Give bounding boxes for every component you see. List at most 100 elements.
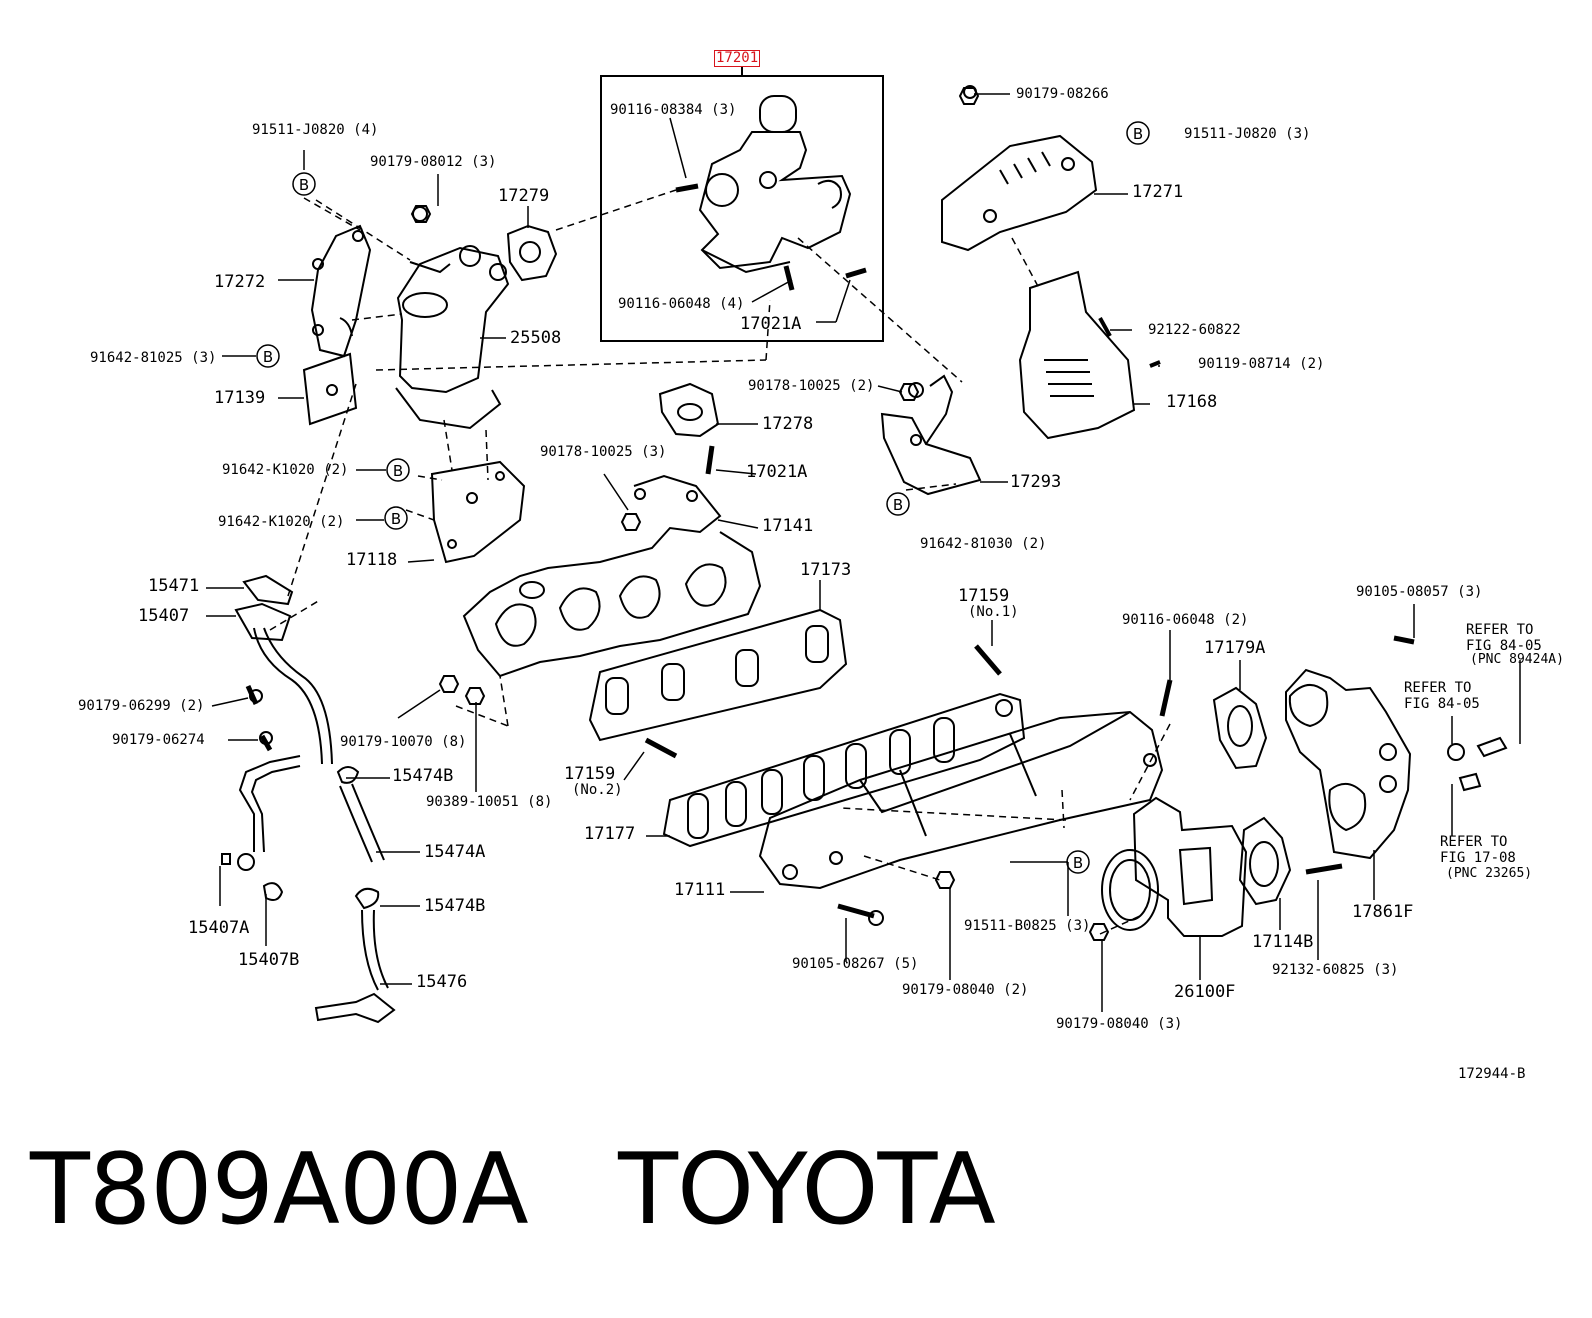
fasteners xyxy=(245,87,1415,941)
part-label-15407B: 15407B xyxy=(238,950,300,970)
part-label-15476: 15476 xyxy=(416,972,468,992)
part-label-90389-10051: 90389-10051 (8) xyxy=(426,794,553,810)
footer-part-number: T809A00A xyxy=(30,1133,529,1247)
part-label-90179-10070: 90179-10070 (8) xyxy=(340,734,467,750)
b-markers xyxy=(256,121,1150,874)
part-label-92132-60825: 92132-60825 (3) xyxy=(1272,962,1399,978)
dashed-connections xyxy=(269,189,1171,935)
bracket-17272-drawing xyxy=(310,224,372,358)
bracket-17118-drawing xyxy=(430,460,526,564)
bracket-17293-drawing xyxy=(880,374,982,496)
part-label-17179A: 17179A xyxy=(1204,638,1266,658)
part-label-17159-no1: 17159 xyxy=(958,586,1010,606)
part-label-91511-J0820-4: 91511-J0820 (4) xyxy=(252,122,379,138)
plate-17139-drawing xyxy=(302,317,358,426)
part-label-92122-60822: 92122-60822 xyxy=(1148,322,1241,338)
part-label-91511-J0820-3: 91511-J0820 (3) xyxy=(1184,126,1311,142)
part-label-17861F: 17861F xyxy=(1352,902,1414,922)
part-label-17201-highlighted[interactable]: 17201 xyxy=(714,50,761,67)
part-label-90179-06274: 90179-06274 xyxy=(112,732,205,748)
part-label-17159-no1-sub: (No.1) xyxy=(968,604,1019,620)
b-marker-letter: B xyxy=(1133,125,1143,143)
b-marker-letter: B xyxy=(893,496,903,514)
part-label-15474B-a: 15474B xyxy=(392,766,454,786)
gasket-17173-drawing xyxy=(588,608,848,742)
part-label-17168: 17168 xyxy=(1166,392,1218,412)
part-label-91642-K1020-a: 91642-K1020 (2) xyxy=(222,462,349,478)
leader-lines xyxy=(206,93,1521,1012)
part-label-90179-06299: 90179-06299 (2) xyxy=(78,698,205,714)
figure-code: 172944-B xyxy=(1458,1066,1526,1082)
part-label-17139: 17139 xyxy=(214,388,266,408)
part-label-25508: 25508 xyxy=(510,328,562,348)
part-label-15471: 15471 xyxy=(148,576,200,596)
b-marker-letter: B xyxy=(263,348,273,366)
part-label-26100F: 26100F xyxy=(1174,982,1236,1002)
heat-shield-17168-drawing xyxy=(1018,270,1161,440)
part-label-17279: 17279 xyxy=(498,186,550,206)
part-label-91642-K1020-b: 91642-K1020 (2) xyxy=(218,514,345,530)
part-label-90105-08267: 90105-08267 (5) xyxy=(792,956,919,972)
heat-shield-17271-drawing xyxy=(941,85,1098,252)
part-label-15474A: 15474A xyxy=(424,842,486,862)
part-label-17159-no2: 17159 xyxy=(564,764,616,784)
part-label-90179-08266: 90179-08266 xyxy=(1016,86,1109,102)
footer-brand: TOYOTA xyxy=(618,1133,996,1247)
throttle-body-26100F-drawing xyxy=(1101,796,1248,937)
part-label-17177: 17177 xyxy=(584,824,636,844)
footer-title: T809A00A TOYOTA xyxy=(30,1140,996,1240)
part-label-17293: 17293 xyxy=(1010,472,1062,492)
refer-note-1-line3[interactable]: (PNC 89424A) xyxy=(1470,652,1564,667)
outlet-17861F-drawing xyxy=(1285,668,1508,860)
part-label-90116-06048-2: 90116-06048 (2) xyxy=(1122,612,1249,628)
refer-note-2-line2[interactable]: FIG 84-05 xyxy=(1404,696,1480,712)
part-label-17272: 17272 xyxy=(214,272,266,292)
part-label-15474B-b: 15474B xyxy=(424,896,486,916)
part-label-17159-no2-sub: (No.2) xyxy=(572,782,623,798)
part-label-17021A-top: 17021A xyxy=(740,314,802,334)
part-label-15407: 15407 xyxy=(138,606,190,626)
part-label-17278: 17278 xyxy=(762,414,814,434)
refer-note-3-line1[interactable]: REFER TO xyxy=(1440,834,1508,850)
part-label-90179-08012: 90179-08012 (3) xyxy=(370,154,497,170)
converter-25508-drawing xyxy=(395,206,510,430)
part-label-91511-B0825: 91511-B0825 (3) xyxy=(964,918,1091,934)
part-label-17114B: 17114B xyxy=(1252,932,1314,952)
b-marker-letter: B xyxy=(391,510,401,528)
part-label-91642-81030: 91642-81030 (2) xyxy=(920,536,1047,552)
gasket-17278-drawing xyxy=(658,382,720,438)
part-label-17118: 17118 xyxy=(346,550,398,570)
refer-note-1-line1[interactable]: REFER TO xyxy=(1466,622,1534,638)
gasket-17114B-drawing xyxy=(1238,816,1292,906)
part-label-90178-10025-2: 90178-10025 (2) xyxy=(748,378,875,394)
part-label-90116-08384: 90116-08384 (3) xyxy=(610,102,737,118)
b-marker-letter: B xyxy=(1073,854,1083,872)
egr-assembly-17201-box xyxy=(600,66,884,342)
part-label-17173: 17173 xyxy=(800,560,852,580)
part-label-90119-08714: 90119-08714 (2) xyxy=(1198,356,1325,372)
part-label-90105-08057: 90105-08057 (3) xyxy=(1356,584,1483,600)
refer-note-3-line3[interactable]: (PNC 23265) xyxy=(1446,866,1533,881)
part-label-90116-06048-4: 90116-06048 (4) xyxy=(618,296,745,312)
part-label-17111: 17111 xyxy=(674,880,726,900)
b-marker-letter: B xyxy=(299,176,309,194)
part-label-90178-10025-3: 90178-10025 (3) xyxy=(540,444,667,460)
gasket-17279-drawing xyxy=(506,224,558,282)
b-marker-letters: B B B B B B B xyxy=(263,125,1143,872)
egr-valve-drawing xyxy=(675,95,867,291)
part-label-91642-81025: 91642-81025 (3) xyxy=(90,350,217,366)
exhaust-manifold-17141-drawing xyxy=(462,474,762,678)
gasket-17177-drawing xyxy=(662,692,1026,848)
intake-manifold-17111-drawing xyxy=(758,710,1164,890)
gasket-17179A-drawing xyxy=(1212,686,1268,770)
refer-note-1-line2[interactable]: FIG 84-05 xyxy=(1466,638,1542,654)
b-marker-letter: B xyxy=(393,462,403,480)
refer-note-3-line2[interactable]: FIG 17-08 xyxy=(1440,850,1516,866)
part-label-17141: 17141 xyxy=(762,516,814,536)
refer-note-2-line1[interactable]: REFER TO xyxy=(1404,680,1472,696)
part-label-17021A-mid: 17021A xyxy=(746,462,808,482)
part-label-17271: 17271 xyxy=(1132,182,1184,202)
part-label-90179-08040-2: 90179-08040 (2) xyxy=(902,982,1029,998)
part-label-15407A: 15407A xyxy=(188,918,250,938)
